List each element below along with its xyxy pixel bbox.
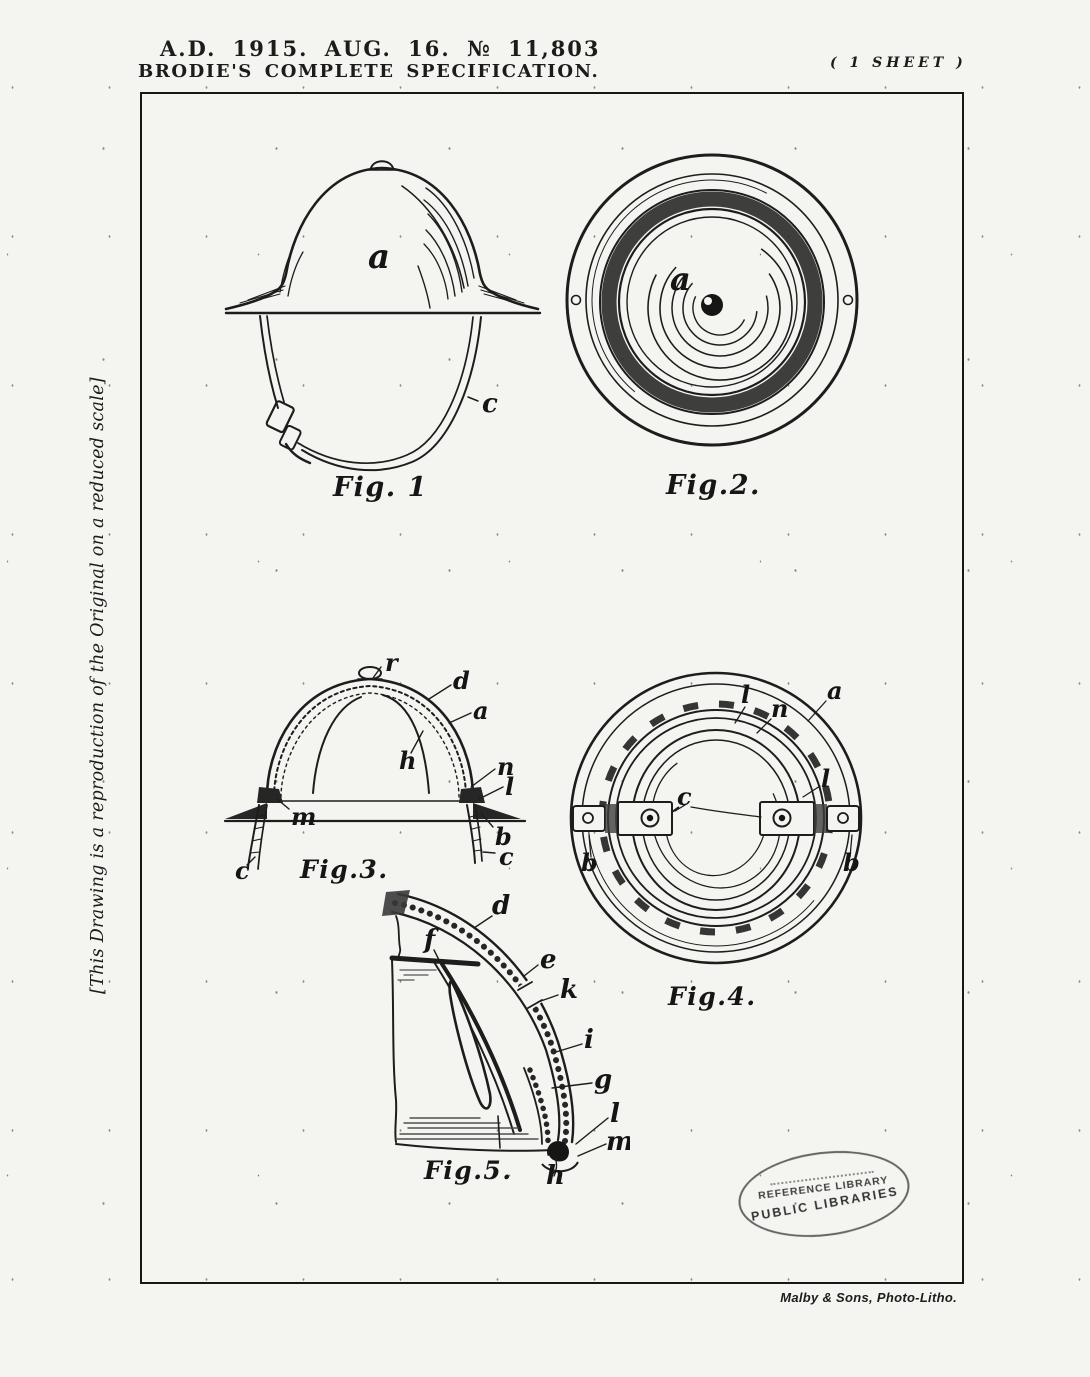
fig5-label-m: m (606, 1127, 630, 1157)
fig5-label-h: h (546, 1161, 565, 1190)
fig2-caption: Fig.2. (666, 470, 761, 501)
fig1-helmet-shell (224, 160, 542, 315)
fig5-label-d: d (492, 891, 510, 921)
sheet-count-note: ( 1 SHEET ) (830, 55, 967, 71)
fig3-label-b: b (495, 822, 512, 851)
fig4-label-b-left: b (581, 848, 598, 877)
fig1-label-c: c (482, 389, 498, 419)
fig3-caption: Fig.3. (300, 855, 389, 884)
fig1-label-a: a (368, 237, 390, 277)
fig2-center-knob (701, 294, 723, 316)
fig5-label-k: k (560, 975, 578, 1005)
fig5-rolled-rim (541, 1141, 579, 1173)
fig3-drawing: r d a h n l m b c c (223, 655, 527, 885)
fig4-label-c: c (677, 782, 692, 811)
fig2-left-rivet (570, 294, 582, 306)
printer-credit: Malby & Sons, Photo-Litho. (780, 1290, 957, 1305)
fig3-label-c-left: c (235, 856, 250, 885)
fig5-shell-band (382, 890, 575, 1144)
fig4-left-strap-bracket (572, 801, 680, 836)
fig5-label-f: f (422, 925, 439, 955)
fig3-label-r: r (385, 655, 400, 677)
fig1-drawing: a c (224, 160, 542, 472)
patent-title: BRODIE'S COMPLETE SPECIFICATION. (138, 61, 600, 82)
fig2-concentric-rings (565, 153, 859, 447)
fig4-label-n: n (771, 694, 788, 723)
fig4-label-l-top: l (741, 680, 750, 709)
fig5-leader-lines (433, 915, 609, 1177)
fig3-label-h: h (399, 746, 416, 775)
fig2-right-rivet (842, 294, 854, 306)
fig3-leader-lines (246, 666, 504, 866)
patent-date-number: A.D. 1915. AUG. 16. № 11,803 (160, 36, 601, 61)
fig1-chin-strap (259, 315, 482, 472)
fig5-label-i: i (584, 1025, 594, 1055)
fig4-label-l-right: l (821, 764, 830, 793)
fig5-drawing: d f e k i g l m h (382, 890, 630, 1190)
fig2-label-a: a (670, 260, 691, 298)
fig4-caption: Fig.4. (668, 982, 757, 1011)
fig3-label-m: m (291, 802, 316, 831)
fig2-drawing: a (565, 153, 859, 447)
fig3-hanging-straps (247, 804, 483, 870)
fig4-right-strap-bracket (759, 801, 860, 836)
fig3-label-n: n (497, 752, 514, 781)
fig5-caption: Fig.5. (424, 1156, 513, 1185)
fig5-lining-body (389, 915, 553, 1152)
fig3-label-l: l (505, 772, 514, 801)
fig5-label-e: e (540, 945, 557, 975)
drawing-border-frame (140, 92, 964, 1284)
fig5-label-l: l (610, 1099, 620, 1129)
fig5-bottom-hatch (395, 1115, 539, 1149)
fig1-caption: Fig. 1 (333, 472, 428, 503)
fig3-section-outline (223, 666, 527, 823)
fig4-label-a: a (827, 676, 843, 705)
fig3-label-c-right: c (499, 842, 514, 871)
fig4-leader-lines (588, 700, 853, 858)
fig3-label-a: a (473, 696, 489, 725)
fig5-label-g: g (594, 1065, 612, 1095)
reduced-scale-note: [This Drawing is a reproduction of the O… (88, 377, 108, 995)
fig4-label-b-right: b (843, 848, 860, 877)
fig3-label-d: d (453, 666, 470, 695)
fig4-drawing: l n a l c b b (569, 671, 863, 965)
